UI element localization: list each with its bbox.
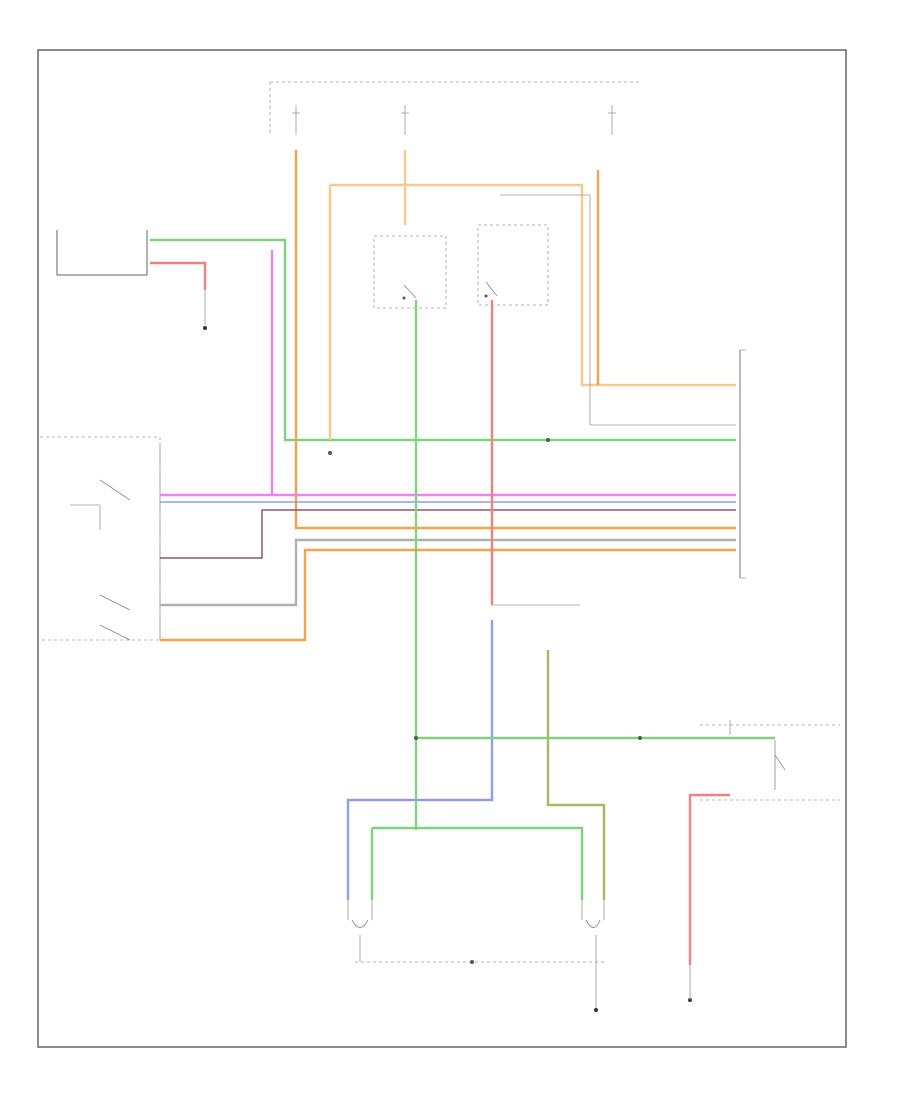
wire-red-mfs — [688, 793, 730, 965]
diagram-frame — [37, 49, 847, 1048]
wire-blue-left-headlamp — [346, 620, 494, 900]
wire-green-sensor — [150, 238, 736, 442]
multifunction-switch — [700, 720, 840, 801]
wire-orange-main — [294, 150, 736, 530]
wire-light-orange-lcm — [330, 183, 736, 387]
right-headlamp — [581, 900, 605, 928]
ground-right — [688, 965, 692, 1002]
splice-dot — [546, 438, 550, 442]
fuse-panel-boundary — [269, 81, 640, 135]
auto-light-sensor — [56, 230, 148, 276]
wire-red-sensor — [150, 261, 207, 290]
splice-dot — [638, 736, 642, 740]
splice-dot — [328, 451, 332, 455]
wire-green-headlamps — [370, 826, 584, 900]
ground-center — [594, 1008, 598, 1012]
lighting-control-module — [739, 349, 746, 579]
ground-drops — [359, 935, 597, 1010]
wire-dark-pink-lcm — [160, 509, 736, 559]
high-beam-relay — [477, 224, 549, 306]
splice-dot — [414, 736, 418, 740]
splice-dot — [470, 960, 474, 964]
ground-sensor — [203, 290, 207, 330]
wire-gray-switch — [160, 538, 736, 607]
headlamp-relay — [373, 235, 447, 309]
fuse-panel — [292, 105, 616, 135]
wire-orange-switch — [160, 548, 736, 642]
wire-olive-right-headlamp — [546, 650, 606, 900]
headlamp-switch — [40, 436, 161, 641]
left-headlamp — [347, 900, 373, 928]
wire-gray-lcm — [500, 194, 736, 426]
